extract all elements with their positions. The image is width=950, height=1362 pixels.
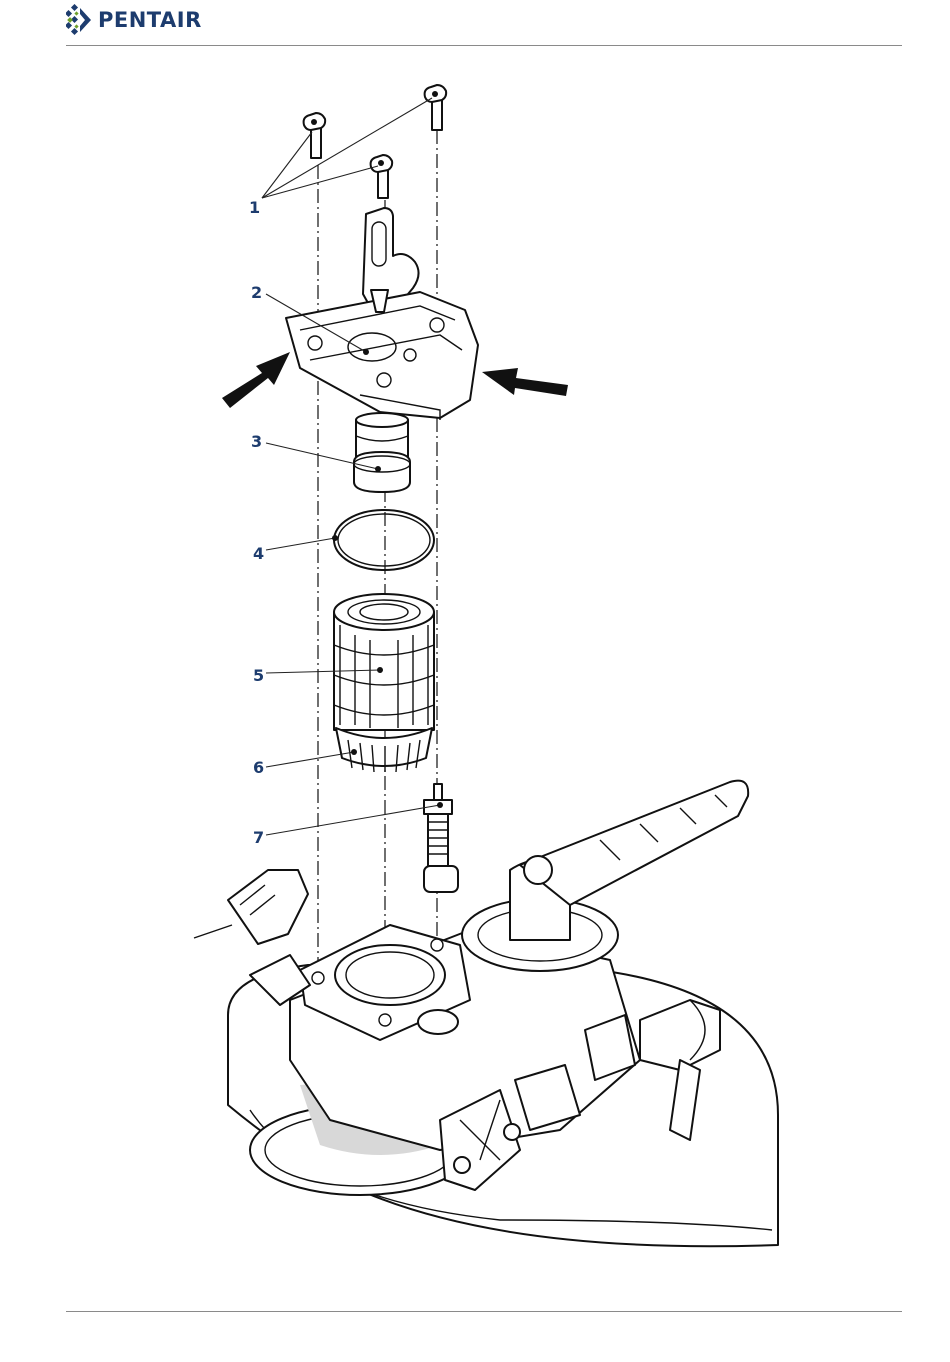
footer-divider bbox=[66, 1311, 902, 1312]
callout-labels: 1 2 3 4 5 6 7 bbox=[249, 198, 264, 847]
spacer-icon bbox=[336, 728, 432, 772]
callout-4: 4 bbox=[253, 544, 264, 563]
piston-icon bbox=[354, 413, 410, 492]
valve-body-icon bbox=[194, 781, 778, 1247]
callout-3: 3 bbox=[251, 432, 262, 451]
callout-2: 2 bbox=[251, 283, 262, 302]
callout-6: 6 bbox=[253, 758, 264, 777]
injector-icon bbox=[424, 784, 458, 892]
arrow-left-icon bbox=[482, 368, 568, 396]
callout-1: 1 bbox=[249, 198, 260, 217]
cover-plate-icon bbox=[286, 208, 478, 420]
o-ring-icon bbox=[334, 510, 434, 570]
seal-stack-icon bbox=[334, 594, 434, 730]
arrow-right-icon bbox=[222, 352, 290, 408]
callout-7: 7 bbox=[253, 828, 264, 847]
callout-5: 5 bbox=[253, 666, 264, 685]
